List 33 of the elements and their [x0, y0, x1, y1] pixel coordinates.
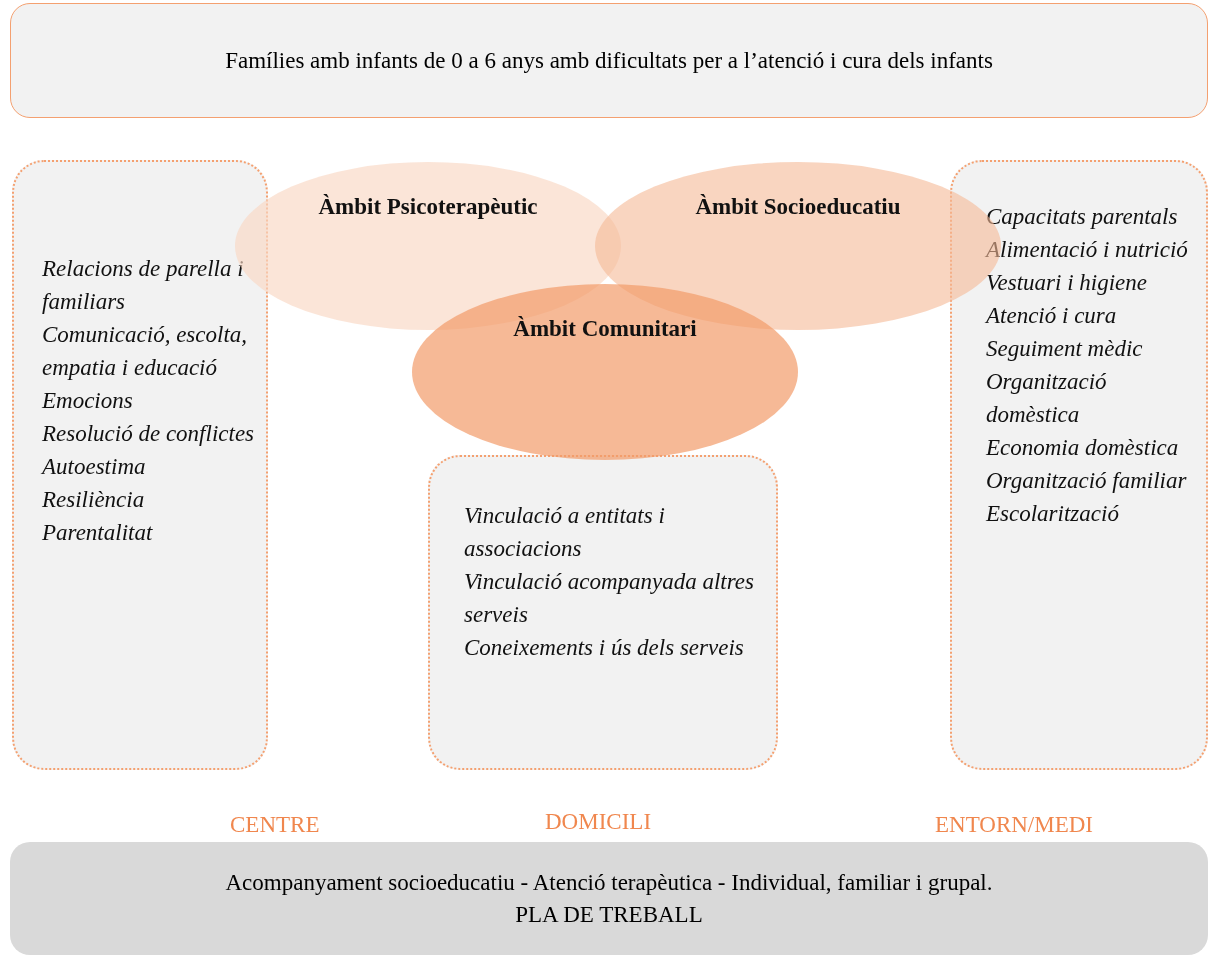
header-box	[10, 3, 1208, 118]
list-item: Vinculació a entitats i associacions	[464, 502, 666, 563]
list-item: Organització familiar	[986, 467, 1188, 495]
list-item: Organització domèstica	[986, 368, 1108, 429]
area-heading: Àmbit Comunitari	[512, 315, 698, 343]
list-item: Seguiment mèdic	[986, 335, 1144, 363]
list-item: Vestuari i higiene	[986, 269, 1148, 297]
setting-label: ENTORN/MEDI	[935, 812, 1093, 838]
list-item: Resiliència	[42, 486, 146, 514]
list-item: Atenció i cura	[986, 302, 1118, 330]
box-text: Acompanyament socioeducatiu - Atenció terapèutica - Individual, familiar i grupal.	[225, 868, 993, 897]
topic-panel	[950, 160, 1208, 770]
footer-box	[10, 842, 1208, 955]
list-item: Emocions	[42, 387, 134, 415]
list-item: Economia domèstica	[986, 434, 1180, 462]
list-item: Comunicació, escolta, empatia i educació	[42, 321, 249, 382]
list-item: Coneixements i ús dels serveis	[464, 634, 745, 662]
list-item: Relacions de parella i familiars	[42, 255, 245, 316]
box-text: Famílies amb infants de 0 a 6 anys amb dificultats per a l’atenció i cura dels infants	[225, 46, 993, 75]
setting-label: DOMICILI	[545, 809, 652, 835]
list-item: Autoestima	[42, 453, 147, 481]
list-item: Capacitats parentals	[986, 203, 1179, 231]
list-item: Parentalitat	[42, 519, 154, 547]
box-text: PLA DE TREBALL	[515, 900, 703, 929]
topic-panel	[428, 455, 778, 770]
area-heading: Àmbit Psicoterapèutic	[318, 193, 538, 221]
list-item: Resolució de conflictes	[42, 420, 256, 448]
list-item: Vinculació acompanyada altres serveis	[464, 568, 755, 629]
topic-panel	[12, 160, 268, 770]
setting-label: CENTRE	[230, 812, 320, 838]
list-item: Alimentació i nutrició	[986, 236, 1189, 264]
list-item: Escolarització	[986, 500, 1120, 528]
area-heading: Àmbit Socioeducatiu	[694, 193, 902, 221]
